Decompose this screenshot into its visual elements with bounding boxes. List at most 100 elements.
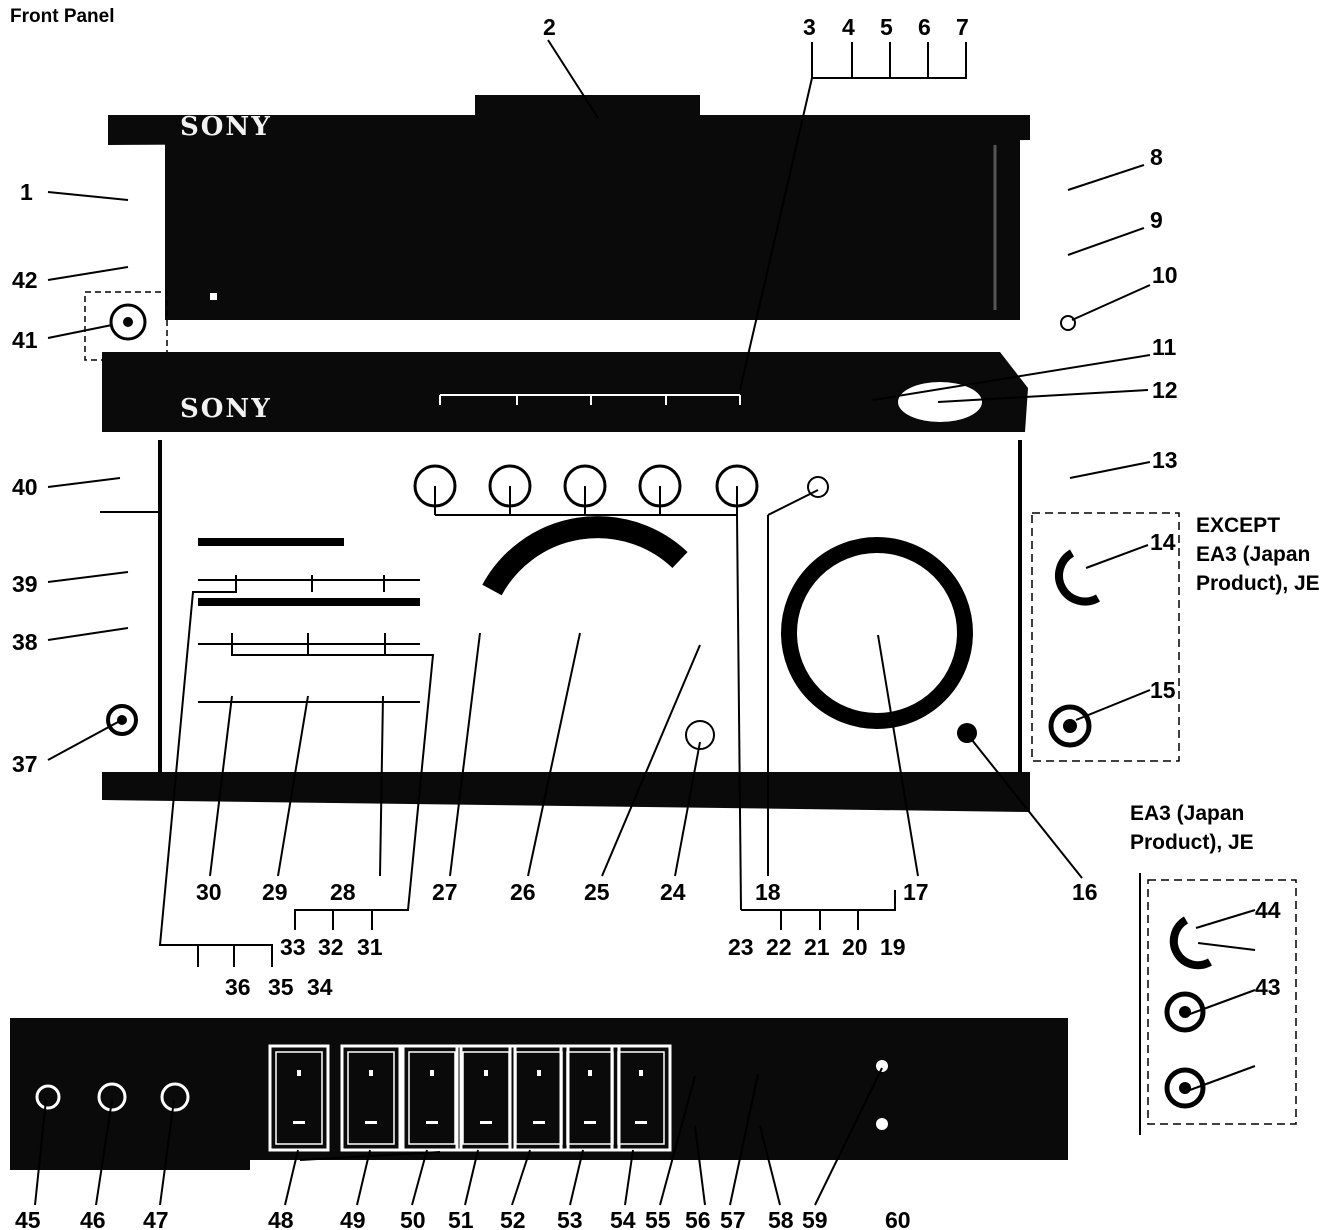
eq-slider-6 [559, 1044, 621, 1152]
callout-7: 7 [956, 14, 969, 40]
callout-52: 52 [500, 1207, 526, 1230]
volume-arc [482, 516, 688, 596]
bottom-jack-46-icon [97, 1082, 127, 1112]
callout-27: 27 [432, 879, 458, 905]
callout-28: 28 [330, 879, 356, 905]
note-except-line-3: Product), JE [1196, 572, 1320, 595]
callout-26: 26 [510, 879, 536, 905]
eq-sliders [268, 1044, 672, 1152]
callout-59: 59 [802, 1207, 828, 1230]
callout-18: 18 [755, 879, 781, 905]
callout-17: 17 [903, 879, 929, 905]
leader-lines [34, 39, 1256, 1206]
callout-49: 49 [340, 1207, 366, 1230]
eq-slider-4 [455, 1044, 517, 1152]
callout-56: 56 [685, 1207, 711, 1230]
callout-48: 48 [268, 1207, 294, 1230]
large-dial-icon [781, 537, 973, 729]
except-variant-outline [1031, 512, 1180, 762]
variant-box [1139, 873, 1297, 1135]
callout-41: 41 [12, 327, 38, 353]
bottom-jack-47-icon [160, 1082, 190, 1112]
callout-12: 12 [1152, 377, 1178, 403]
cd-display [165, 140, 1020, 320]
callout-9: 9 [1150, 207, 1163, 233]
brand-top: SONY [180, 112, 272, 142]
amplifier-face [100, 440, 1180, 812]
knob-14-icon [1055, 549, 1100, 606]
callout-23: 23 [728, 934, 754, 960]
brand-middle: SONY [180, 394, 272, 424]
top-unit: SONY [84, 95, 1076, 361]
callout-32: 32 [318, 934, 344, 960]
callout-2: 2 [543, 14, 556, 40]
eq-slider-3 [401, 1044, 463, 1152]
callout-53: 53 [557, 1207, 583, 1230]
callout-13: 13 [1152, 447, 1178, 473]
callout-24: 24 [660, 879, 686, 905]
callout-33: 33 [280, 934, 306, 960]
panel-title: Front Panel [10, 6, 115, 27]
note-variant-line-1: EA3 (Japan [1130, 802, 1244, 825]
small-button-icon [1060, 315, 1076, 331]
button-60-icon [876, 1118, 888, 1130]
callout-54: 54 [610, 1207, 636, 1230]
callout-29: 29 [262, 879, 288, 905]
callout-45: 45 [15, 1207, 41, 1230]
callout-4: 4 [842, 14, 855, 40]
callout-38: 38 [12, 629, 38, 655]
callout-20: 20 [842, 934, 868, 960]
callout-51: 51 [448, 1207, 474, 1230]
eq-slider-1 [268, 1044, 330, 1152]
callout-1: 1 [20, 179, 33, 205]
eq-slider-5 [508, 1044, 570, 1152]
callout-50: 50 [400, 1207, 426, 1230]
callout-42: 42 [12, 267, 38, 293]
middle-strip: SONY [102, 352, 1028, 432]
callout-8: 8 [1150, 144, 1163, 170]
base-strip [102, 772, 1030, 812]
callout-10: 10 [1152, 262, 1178, 288]
button-24-icon [685, 720, 715, 750]
callout-57: 57 [720, 1207, 746, 1230]
callout-15: 15 [1150, 677, 1176, 703]
callout-5: 5 [880, 14, 893, 40]
callout-60: 60 [885, 1207, 911, 1230]
callout-16: 16 [1072, 879, 1098, 905]
bottom-jack-45-icon [35, 1084, 61, 1110]
eq-slider-2 [340, 1044, 402, 1152]
callout-55: 55 [645, 1207, 671, 1230]
jack-16-icon [957, 723, 977, 743]
button-59-icon [876, 1060, 888, 1072]
callout-58: 58 [768, 1207, 794, 1230]
eq-slider-7 [610, 1044, 672, 1152]
callout-39: 39 [12, 571, 38, 597]
knob-44-icon [1169, 916, 1212, 970]
callout-3: 3 [803, 14, 816, 40]
callout-14: 14 [1150, 529, 1176, 555]
callout-40: 40 [12, 474, 38, 500]
callout-22: 22 [766, 934, 792, 960]
callout-44: 44 [1255, 897, 1281, 923]
variant-note: EA3 (Japan Product), JE [1130, 802, 1254, 854]
callout-21: 21 [804, 934, 830, 960]
callout-46: 46 [80, 1207, 106, 1230]
callout-31: 31 [357, 934, 383, 960]
bottom-panel [10, 1018, 1068, 1170]
except-variant-note: EXCEPT EA3 (Japan Product), JE [1196, 514, 1320, 595]
callout-35: 35 [268, 974, 294, 1000]
callout-11: 11 [1152, 334, 1177, 360]
callout-19: 19 [880, 934, 906, 960]
callout-43: 43 [1255, 974, 1281, 1000]
callout-34: 34 [307, 974, 333, 1000]
callout-6: 6 [918, 14, 931, 40]
note-except-line-1: EXCEPT [1196, 514, 1280, 537]
callout-37: 37 [12, 751, 38, 777]
note-except-line-2: EA3 (Japan [1196, 543, 1310, 566]
callout-36: 36 [225, 974, 251, 1000]
callout-30: 30 [196, 879, 222, 905]
note-variant-line-2: Product), JE [1130, 831, 1254, 854]
callout-25: 25 [584, 879, 610, 905]
